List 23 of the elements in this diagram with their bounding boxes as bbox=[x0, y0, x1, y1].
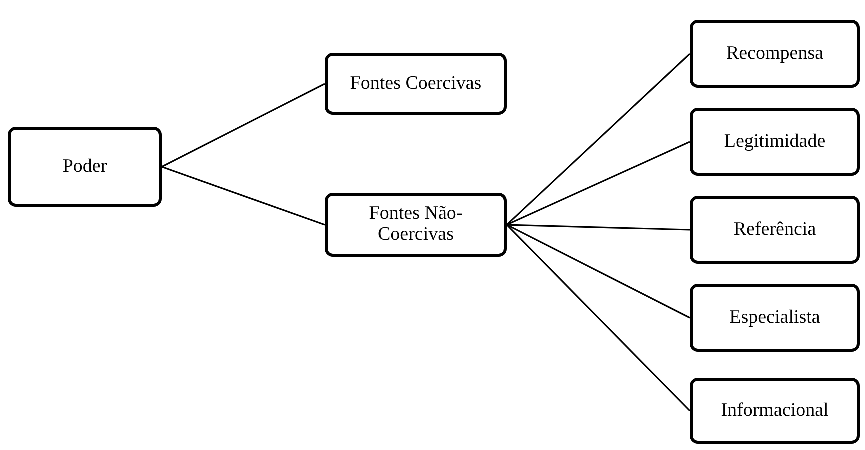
rounded-box bbox=[325, 193, 507, 257]
rounded-box bbox=[690, 108, 860, 176]
box-label: Recompensa bbox=[726, 44, 824, 64]
box-label: Informacional bbox=[721, 400, 829, 422]
box-label: Poder bbox=[62, 156, 108, 178]
connector-line bbox=[506, 53, 691, 226]
rounded-box bbox=[690, 378, 860, 444]
box-label: Legitimidade bbox=[724, 132, 826, 152]
rounded-box bbox=[690, 20, 860, 88]
box-label: Referência bbox=[734, 220, 816, 240]
connector-line bbox=[162, 166, 326, 226]
connector-line bbox=[506, 224, 691, 412]
connector-line bbox=[506, 224, 690, 319]
connector-line bbox=[162, 83, 326, 168]
rounded-box bbox=[325, 53, 507, 115]
box-label: Fontes Coercivas bbox=[350, 74, 482, 94]
rounded-box bbox=[690, 284, 860, 352]
box-label: Especialista bbox=[730, 308, 820, 328]
connector-line bbox=[506, 224, 690, 231]
rounded-box bbox=[690, 196, 860, 264]
box-label: Fontes Não-Coercivas bbox=[368, 204, 464, 246]
connector-line bbox=[506, 141, 690, 226]
rounded-box bbox=[8, 127, 162, 207]
